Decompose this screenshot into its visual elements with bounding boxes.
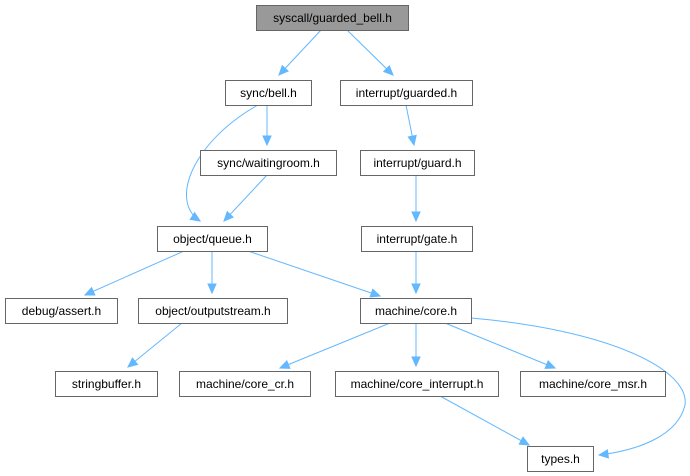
node-label: debug/assert.h (22, 304, 101, 318)
arrowhead-icon (223, 210, 234, 222)
edge-machine_core-to-machine_core_msr (444, 322, 557, 369)
edge-sync_bell-to-object_queue (185, 104, 259, 222)
edge-line (84, 250, 185, 296)
node-label: machine/core_msr.h (539, 377, 647, 391)
node-machine-core-interrupt[interactable]: machine/core_interrupt.h (335, 371, 499, 397)
node-label: interrupt/guard.h (373, 156, 461, 170)
node-interrupt-gate[interactable]: interrupt/gate.h (361, 226, 473, 252)
edge-machine_core-to-types (470, 317, 686, 459)
edge-line (223, 174, 268, 222)
node-label: sync/bell.h (240, 86, 297, 100)
node-label: sync/waitingroom.h (217, 156, 320, 170)
node-label: interrupt/gate.h (377, 232, 458, 246)
nodes-layer: syscall/guarded_bell.h sync/bell.h interru… (5, 5, 666, 472)
arrowhead-icon (278, 64, 289, 76)
arrowhead-icon (544, 359, 557, 369)
arrowhead-icon (369, 288, 382, 298)
edge-sync_bell-to-sync_waitingroom (262, 105, 272, 147)
edge-line (439, 395, 530, 446)
node-machine-core[interactable]: machine/core.h (360, 298, 472, 324)
node-sync-waitingroom[interactable]: sync/waitingroom.h (200, 150, 337, 176)
edge-line (346, 29, 394, 76)
node-box[interactable] (520, 371, 666, 397)
node-object-outputstream[interactable]: object/outputstream.h (138, 298, 288, 324)
node-box[interactable] (360, 150, 475, 176)
edge-sync_waitingroom-to-object_queue (223, 174, 268, 222)
node-stringbuffer[interactable]: stringbuffer.h (55, 371, 158, 397)
edge-line (278, 29, 322, 76)
arrowhead-icon (407, 134, 417, 147)
node-interrupt-guarded[interactable]: interrupt/guarded.h (340, 80, 473, 106)
node-sync-bell[interactable]: sync/bell.h (225, 80, 312, 106)
edge-line (279, 322, 391, 369)
node-machine-core-cr[interactable]: machine/core_cr.h (179, 371, 311, 397)
edge-interrupt_guard-to-interrupt_gate (411, 175, 421, 223)
node-label: interrupt/guarded.h (356, 86, 457, 100)
arrowhead-icon (278, 359, 291, 369)
edge-line (247, 250, 381, 297)
node-label: syscall/guarded_bell.h (273, 11, 392, 25)
edge-object_queue-to-debug_assert (83, 250, 185, 296)
edge-object_outputstream-to-stringbuffer (127, 322, 183, 368)
arrowhead-icon (83, 286, 96, 296)
node-label: types.h (541, 452, 580, 466)
node-box[interactable] (360, 298, 472, 324)
node-label: machine/core.h (375, 304, 457, 318)
node-box[interactable] (5, 298, 118, 324)
node-object-queue[interactable]: object/queue.h (157, 226, 268, 252)
node-box[interactable] (335, 371, 499, 397)
node-syscall-guarded-bell[interactable]: syscall/guarded_bell.h (256, 5, 409, 31)
edge-syscall_guarded_bell-to-interrupt_guarded (346, 29, 394, 76)
arrowhead-icon (207, 283, 217, 295)
edges-layer (83, 29, 686, 459)
arrowhead-icon (127, 357, 139, 368)
edge-line (444, 322, 556, 369)
node-label: machine/core_interrupt.h (351, 377, 484, 391)
arrowhead-icon (411, 283, 421, 295)
node-machine-core-msr[interactable]: machine/core_msr.h (520, 371, 666, 397)
node-box[interactable] (55, 371, 158, 397)
arrowhead-icon (262, 135, 272, 147)
edge-line (127, 322, 183, 368)
node-box[interactable] (179, 371, 311, 397)
arrowhead-icon (382, 64, 394, 76)
node-box[interactable] (225, 80, 312, 106)
edge-interrupt_gate-to-machine_core (411, 251, 421, 295)
edge-object_queue-to-machine_core (247, 250, 382, 298)
edge-interrupt_guarded-to-interrupt_guard (405, 104, 417, 147)
arrowhead-icon (411, 211, 421, 223)
edge-machine_core_interrupt-to-types (439, 395, 531, 446)
edge-syscall_guarded_bell-to-sync_bell (278, 29, 322, 76)
node-box[interactable] (527, 446, 594, 472)
edge-line (185, 104, 259, 222)
arrowhead-icon (189, 211, 202, 222)
node-box[interactable] (340, 80, 473, 106)
edge-machine_core-to-machine_core_cr (278, 322, 391, 369)
node-box[interactable] (200, 150, 337, 176)
node-types[interactable]: types.h (527, 446, 594, 472)
node-label: object/outputstream.h (155, 304, 270, 318)
edge-machine_core-to-machine_core_interrupt (411, 323, 421, 368)
node-debug-assert[interactable]: debug/assert.h (5, 298, 118, 324)
node-box[interactable] (138, 298, 288, 324)
edge-object_queue-to-object_outputstream (207, 251, 217, 295)
arrowhead-icon (518, 436, 531, 446)
node-interrupt-guard[interactable]: interrupt/guard.h (360, 150, 475, 176)
arrowhead-icon (597, 449, 610, 459)
node-label: machine/core_cr.h (196, 377, 294, 391)
arrowhead-icon (411, 356, 421, 368)
node-box[interactable] (361, 226, 473, 252)
node-label: stringbuffer.h (72, 377, 141, 391)
edge-line (470, 317, 686, 456)
node-box[interactable] (157, 226, 268, 252)
node-label: object/queue.h (173, 232, 252, 246)
node-box[interactable] (256, 5, 409, 31)
